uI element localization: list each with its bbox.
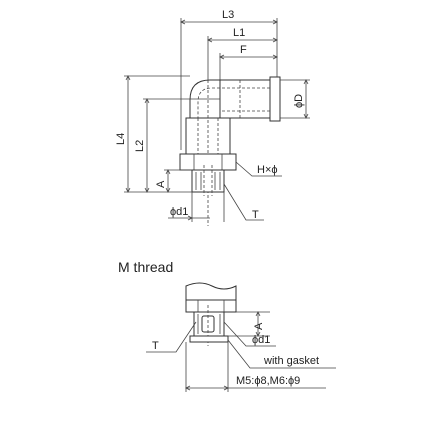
label-l4: L4 xyxy=(115,133,127,145)
label-t: T xyxy=(252,209,259,221)
label-hphi: H×ϕ xyxy=(257,164,278,176)
label-l3: L3 xyxy=(222,9,234,21)
m-thread-drawing: A ϕd1 with gasket M5:ϕ8,M6:ϕ9 T xyxy=(146,282,336,392)
m-label-d1: ϕd1 xyxy=(252,334,270,346)
label-f: F xyxy=(240,44,247,56)
label-l2: L2 xyxy=(134,140,146,152)
m-label-sizes: M5:ϕ8,M6:ϕ9 xyxy=(236,375,300,387)
elbow-fitting-drawing: L3 L1 F ϕD xyxy=(115,9,310,226)
m-label-a: A xyxy=(253,322,265,330)
m-thread-title: M thread xyxy=(118,259,173,275)
m-label-t: T xyxy=(152,340,159,352)
label-d: ϕD xyxy=(293,94,305,108)
label-l1: L1 xyxy=(233,27,245,39)
label-a: A xyxy=(155,180,167,188)
m-label-gasket: with gasket xyxy=(263,355,319,367)
label-d1: ϕd1 xyxy=(170,206,188,218)
